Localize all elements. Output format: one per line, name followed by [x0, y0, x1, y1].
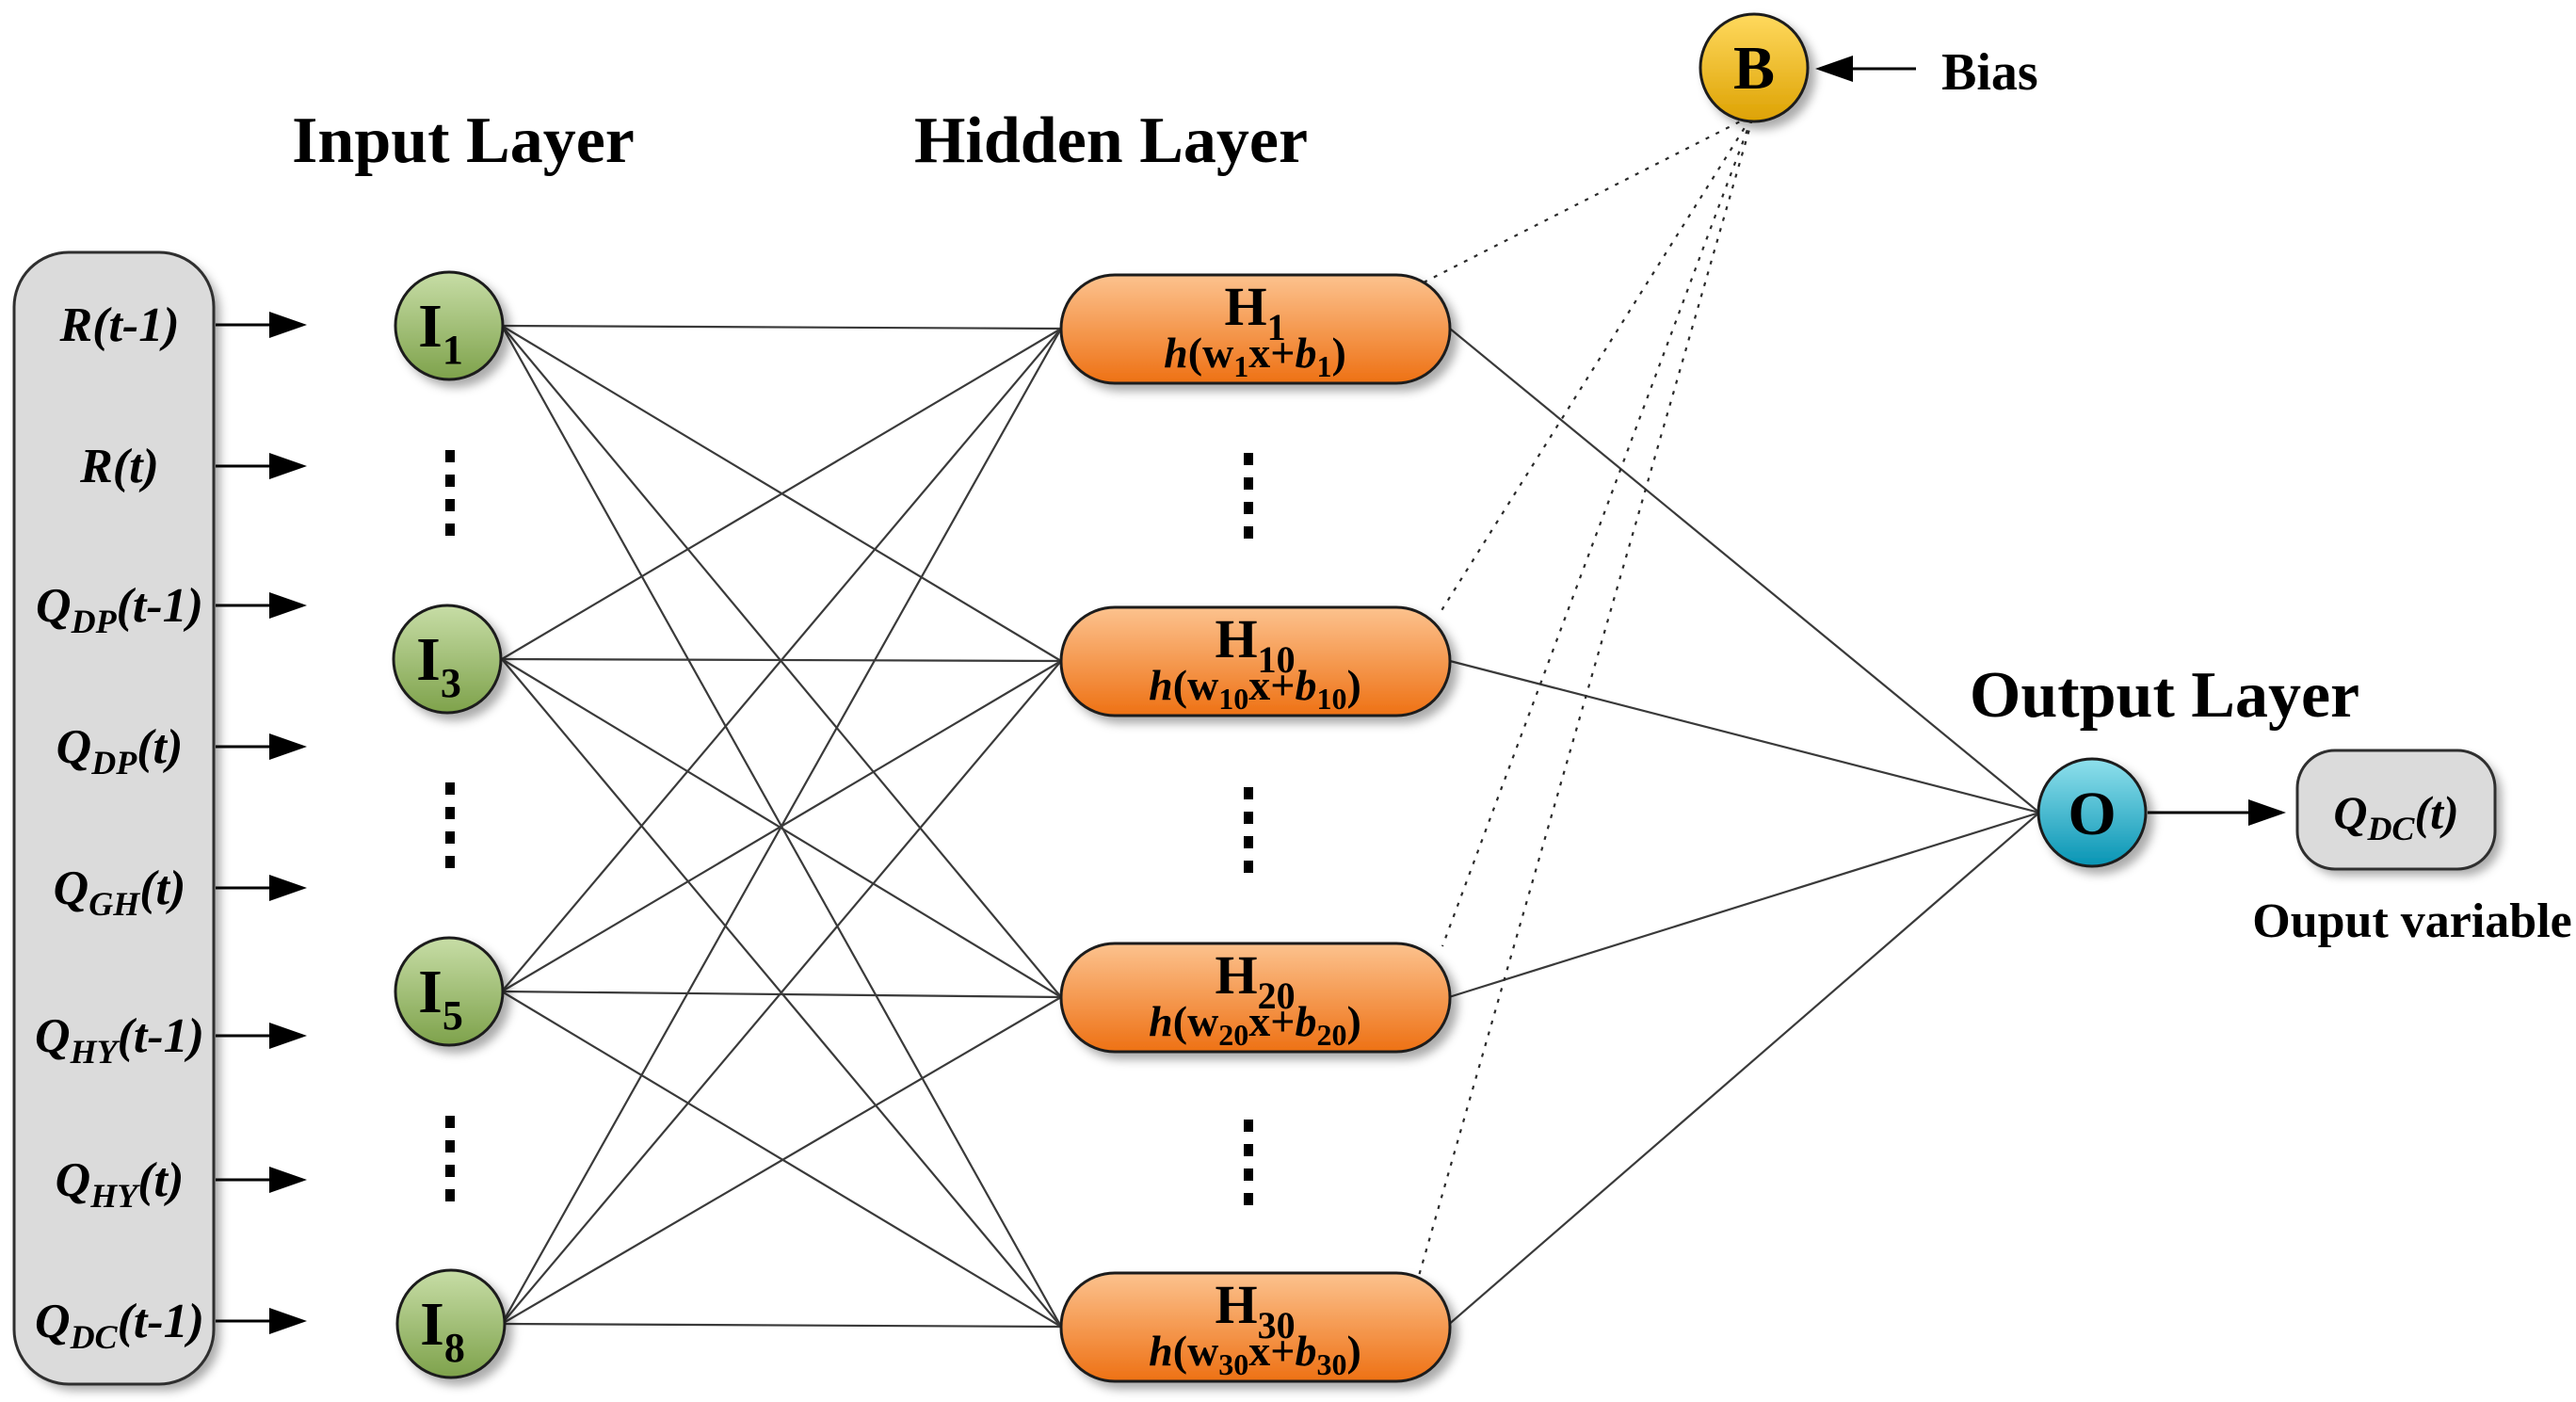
- connection-line: [501, 996, 1062, 1325]
- input-variables-box-border: [12, 250, 216, 1386]
- input-node-i1: [394, 270, 505, 381]
- hidden-node-formula: h(w10x+b10): [1149, 661, 1361, 716]
- connection-line: [501, 328, 1062, 1325]
- input-ellipsis-dots: [445, 450, 455, 1201]
- input-node-label: I3: [416, 625, 461, 706]
- hidden-node-name: H1: [1224, 276, 1285, 348]
- input-layer-nodes: [392, 270, 507, 1379]
- bias-connection-line: [1423, 116, 1750, 283]
- input-node-label: I8: [420, 1290, 465, 1371]
- hidden-node-h1: [1059, 273, 1452, 385]
- hidden-node-name: H20: [1215, 944, 1295, 1017]
- connection-line: [501, 991, 1062, 1328]
- input-variable-label: QDC(t-1): [35, 1295, 204, 1356]
- input-node-labels: I1 I3 I5 I8: [416, 292, 465, 1371]
- arrows: [216, 56, 2286, 1334]
- ellipsis-dots: [445, 782, 455, 868]
- input-node-label: I1: [418, 292, 463, 373]
- ellipsis-dots: [445, 450, 455, 536]
- hidden-output-connections: [1445, 328, 2040, 1328]
- hidden-node-h10: [1059, 605, 1452, 717]
- connection-line: [501, 328, 1062, 660]
- bias-connection-line: [1441, 119, 1753, 947]
- ellipsis-dots: [1244, 787, 1253, 873]
- input-node-i8: [395, 1268, 507, 1379]
- input-variable-label: QHY(t-1): [35, 1009, 204, 1071]
- hidden-layer-nodes: [1059, 273, 1452, 1383]
- hidden-node-formula: h(w20x+b20): [1149, 997, 1361, 1052]
- output-variable-caption: Ouput variable: [2252, 894, 2572, 948]
- input-node-i3: [392, 604, 503, 715]
- connection-line: [501, 990, 1062, 999]
- hidden-node-h20: [1059, 942, 1452, 1054]
- ellipsis-dots: [1244, 453, 1253, 539]
- connection-line: [501, 660, 1062, 1325]
- output-node-label: O: [2068, 780, 2116, 848]
- connection-line: [1448, 811, 2040, 999]
- hidden-layer-title: Hidden Layer: [914, 105, 1308, 177]
- input-variable-label: R(t): [79, 440, 159, 493]
- input-variable-label: R(t-1): [58, 298, 179, 352]
- input-variable-label: QDP(t): [56, 720, 184, 782]
- output-layer-title: Output Layer: [1970, 659, 2359, 732]
- hidden-ellipsis-dots: [1244, 453, 1253, 1205]
- bias-caption: Bias: [1941, 43, 2038, 102]
- input-node-label: I5: [418, 958, 463, 1039]
- ellipsis-dots: [1244, 1120, 1253, 1205]
- hidden-node-labels: H1 h(w1x+b1) H10 h(w10x+b10) H20 h(w20x+…: [1149, 276, 1361, 1381]
- connection-line: [1445, 812, 2040, 1328]
- ellipsis-dots: [445, 1116, 455, 1201]
- input-variable-label: QDP(t-1): [36, 579, 203, 640]
- output-variable-box-border: [2295, 749, 2497, 871]
- input-variable-label: QGH(t): [54, 862, 186, 923]
- input-variable-label: QHY(t): [56, 1153, 185, 1215]
- input-node-i5: [394, 936, 505, 1047]
- bias-node: [1699, 12, 1810, 123]
- input-layer-title: Input Layer: [292, 105, 635, 177]
- input-variables-box: [14, 252, 214, 1384]
- output-variable-label: QDC(t): [2333, 786, 2458, 847]
- connection-line: [501, 328, 1062, 992]
- output-node: [2037, 757, 2148, 868]
- hidden-node-name: H30: [1215, 1274, 1295, 1346]
- connection-line: [1449, 659, 2040, 814]
- input-hidden-connections: [501, 324, 1062, 1329]
- hidden-node-formula: h(w30x+b30): [1149, 1327, 1361, 1381]
- bias-node-label: B: [1733, 34, 1775, 103]
- bias-connection-line: [1417, 119, 1754, 1277]
- hidden-node-h30: [1059, 1271, 1452, 1383]
- output-variable-box: [2297, 750, 2495, 869]
- connection-line: [501, 1322, 1062, 1329]
- bias-hidden-connections: [1417, 116, 1754, 1277]
- connection-line: [1449, 328, 2040, 814]
- hidden-node-formula: h(w1x+b1): [1164, 329, 1346, 383]
- connection-line: [501, 324, 1062, 330]
- hidden-node-name: H10: [1215, 608, 1295, 681]
- input-variable-labels: R(t-1) R(t) QDP(t-1) QDP(t) QGH(t) QHY(t…: [35, 298, 204, 1356]
